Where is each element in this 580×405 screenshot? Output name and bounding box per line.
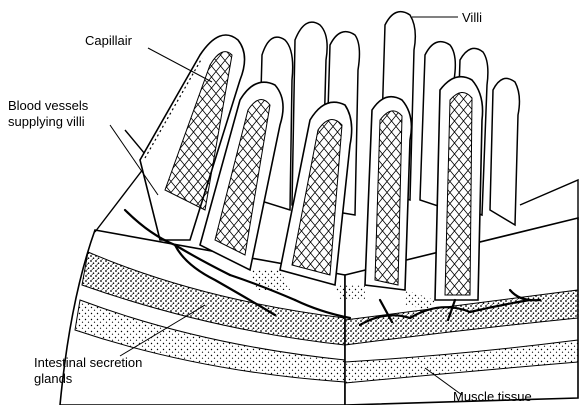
label-muscle-tissue: Muscle tissue — [453, 389, 532, 405]
label-blood-vessels-line2: supplying villi — [8, 114, 88, 130]
label-blood-vessels-line1: Blood vessels — [8, 98, 88, 114]
label-intestinal-glands: Intestinal secretion glands — [34, 355, 142, 387]
label-capillair: Capillair — [85, 33, 132, 49]
label-glands-line2: glands — [34, 371, 142, 387]
label-villi: Villi — [462, 10, 482, 26]
label-glands-line1: Intestinal secretion — [34, 355, 142, 371]
label-blood-vessels: Blood vessels supplying villi — [8, 98, 88, 130]
